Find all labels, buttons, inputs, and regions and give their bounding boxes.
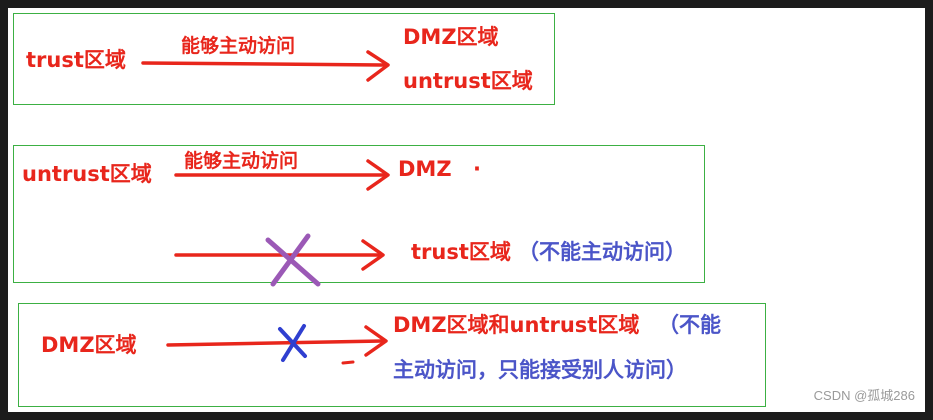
arrows-layer — [141, 50, 390, 365]
cross-purple-icon — [265, 233, 321, 287]
untrust-action-label: 能够主动访问 — [184, 150, 299, 172]
dmz-source-label: DMZ区域 — [41, 333, 137, 357]
untrust-target-trust: trust区域 — [411, 240, 511, 264]
arrow-untrust-to-trust-blocked — [174, 239, 385, 271]
dmz-target-note-1: （不能 — [658, 313, 721, 337]
arrow-dmz-to-targets-blocked — [166, 325, 388, 365]
arrow-trust-to-targets — [141, 50, 390, 82]
untrust-target-note: （不能主动访问） — [518, 240, 686, 264]
dmz-target-note-2: 主动访问，只能接受别人访问） — [393, 358, 687, 382]
untrust-target-dot: · — [473, 157, 481, 181]
trust-source-label: trust区域 — [26, 48, 126, 72]
section-dmz-box — [18, 303, 766, 407]
trust-target-dmz: DMZ区域 — [403, 25, 499, 49]
section-trust-box — [13, 13, 555, 105]
diagram-canvas: trust区域 能够主动访问 DMZ区域 untrust区域 untrust区域… — [8, 8, 925, 412]
untrust-target-dmz: DMZ — [398, 157, 452, 181]
trust-action-label: 能够主动访问 — [181, 35, 296, 57]
trust-target-untrust: untrust区域 — [403, 69, 533, 93]
cross-blue-icon — [278, 324, 307, 362]
section-untrust-box — [13, 145, 705, 283]
arrow-untrust-to-dmz — [174, 159, 390, 191]
csdn-watermark: CSDN @孤城286 — [813, 388, 915, 403]
dmz-target-label: DMZ区域和untrust区域 — [393, 313, 640, 337]
untrust-source-label: untrust区域 — [22, 162, 152, 186]
